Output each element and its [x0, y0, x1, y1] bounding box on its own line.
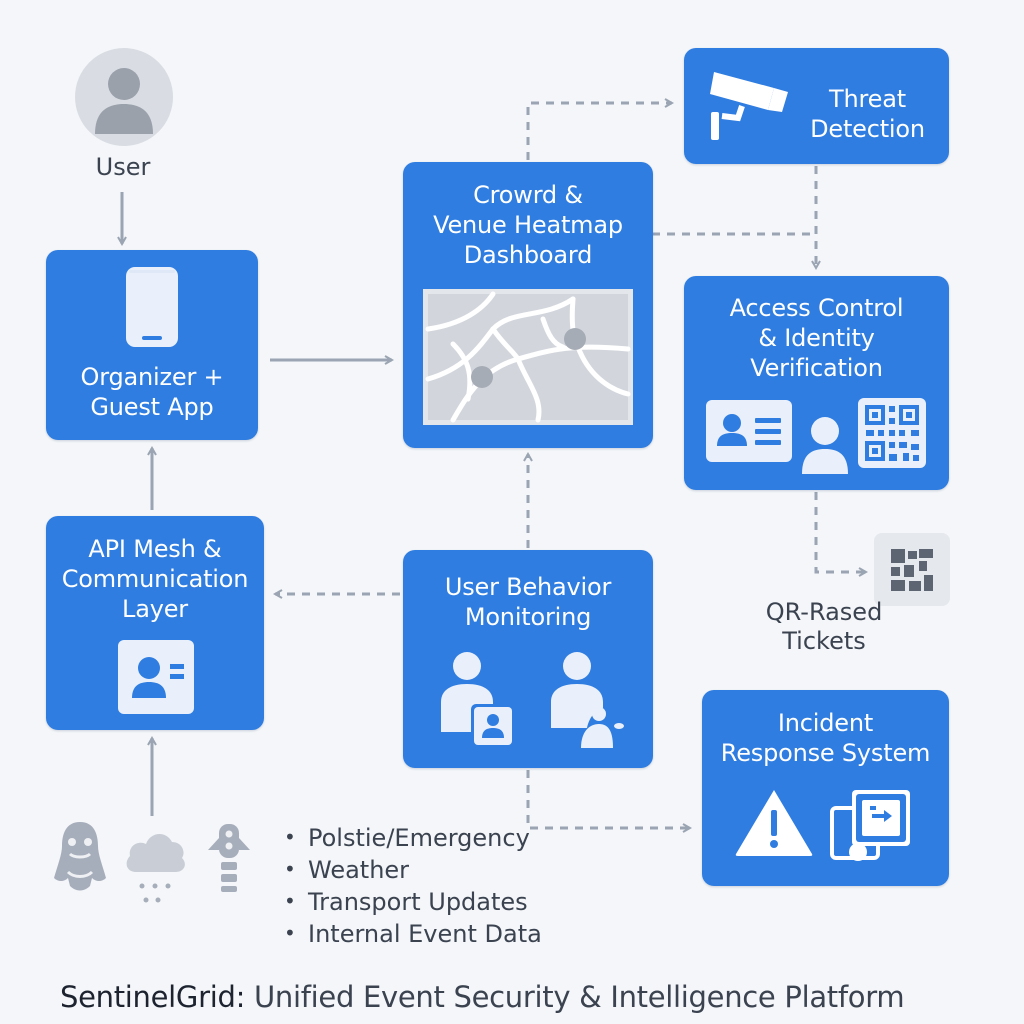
qr-tickets-label: QR-Rased Tickets — [765, 598, 883, 655]
weather-cloud-icon — [126, 833, 185, 903]
person-icon — [802, 417, 848, 474]
access-control-box[interactable]: Access Control & Identity Verification — [684, 276, 949, 490]
qr-code-icon — [858, 398, 926, 468]
api-mesh-box[interactable]: API Mesh & Communication Layer — [46, 516, 264, 730]
access-to-qr-arrow — [814, 492, 866, 572]
incident-response-title: Incident Response System — [720, 709, 931, 767]
data-feed-item: Transport Updates — [284, 885, 574, 918]
contact-card-icon — [118, 640, 194, 714]
behavior-monitoring-box[interactable]: User Behavior Monitoring — [403, 550, 653, 768]
behavior-to-incident-arrow — [526, 770, 690, 828]
mobile-phone-icon — [126, 267, 178, 347]
data-feed-item: Internal Event Data — [284, 917, 574, 950]
police-emergency-icon — [54, 822, 106, 891]
api-mesh-title: API Mesh & Communication Layer — [61, 535, 249, 623]
data-feed-item: Weather — [284, 853, 574, 886]
security-camera-icon — [710, 72, 788, 140]
venue-map-icon — [423, 289, 633, 425]
dashboard-to-threat-arrow — [526, 103, 672, 160]
incident-response-box[interactable]: Incident Response System — [702, 690, 949, 886]
id-card-icon — [706, 400, 792, 462]
organizer-guest-app-title: Organizer + Guest App — [80, 363, 224, 421]
heatmap-dashboard-box[interactable]: Crowrd & Venue Heatmap Dashboard — [403, 162, 653, 448]
qr-code-icon — [891, 549, 933, 591]
behavior-monitoring-title: User Behavior Monitoring — [444, 573, 612, 631]
threat-detection-title: Threat Detection — [810, 85, 925, 143]
user-with-child-icon — [551, 652, 624, 748]
organizer-guest-app-box[interactable]: Organizer + Guest App — [46, 250, 258, 440]
access-control-title: Access Control & Identity Verification — [729, 294, 904, 382]
data-feeds-list: Polstie/Emergency Weather Transport Upda… — [284, 821, 574, 950]
user-with-id-icon — [441, 652, 515, 748]
footer-title: SentinelGrid: Unified Event Security & I… — [60, 980, 905, 1014]
data-feed-item: Polstie/Emergency — [284, 821, 574, 854]
heatmap-dashboard-title: Crowrd & Venue Heatmap Dashboard — [433, 181, 623, 269]
footer-subtitle: Unified Event Security & Intelligence Pl… — [245, 980, 905, 1014]
threat-detection-box[interactable]: Threat Detection — [684, 48, 949, 164]
user-label: User — [95, 153, 151, 181]
transport-traffic-light-icon — [208, 824, 250, 892]
incident-report-icon — [830, 790, 910, 861]
warning-icon — [735, 790, 813, 856]
user-icon — [75, 48, 173, 146]
qr-tickets-tile[interactable] — [874, 533, 950, 606]
user-avatar — [75, 48, 173, 146]
footer-brand: SentinelGrid: — [60, 980, 246, 1014]
